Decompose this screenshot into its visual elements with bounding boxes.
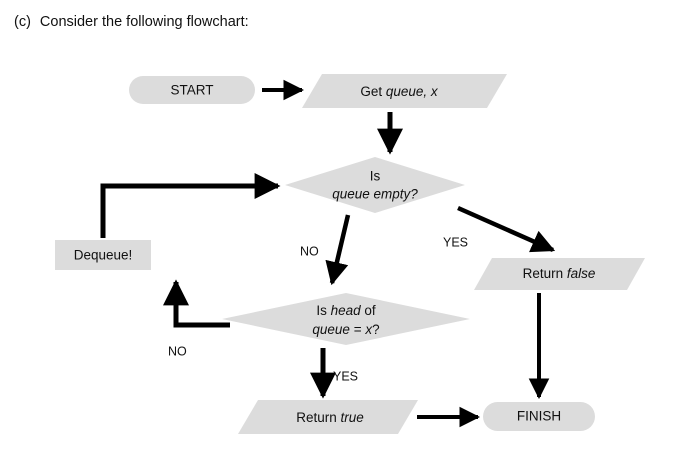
return-true-label-plain: Return — [296, 410, 340, 425]
finish-label: FINISH — [517, 409, 561, 424]
return-true-label: Return true — [296, 410, 364, 425]
finish-shape — [483, 402, 595, 431]
node-start[interactable]: START — [129, 76, 255, 104]
return-true-label-italic: true — [341, 410, 364, 425]
return-false-label-plain: Return — [523, 266, 567, 281]
node-return-true[interactable]: Return true — [238, 400, 418, 434]
node-return-false[interactable]: Return false — [474, 258, 645, 290]
question-text: Consider the following flowchart: — [39, 14, 249, 30]
node-finish[interactable]: FINISH — [483, 402, 595, 431]
node-get-input[interactable]: Get queue, x — [302, 74, 507, 108]
is-queue-empty-shape — [285, 157, 465, 213]
get-input-shape — [302, 74, 507, 108]
node-is-head-x[interactable]: Is head of queue = x? — [222, 293, 470, 345]
label-is-head-x-yes: YES — [333, 369, 358, 383]
return-false-label: Return false — [523, 266, 596, 281]
start-shape — [129, 76, 255, 104]
edge-is-queue-empty-no — [325, 214, 351, 286]
get-input-label-italic: queue, x — [386, 84, 439, 99]
get-input-label-plain: Get — [360, 84, 386, 99]
dequeue-label: Dequeue! — [74, 248, 133, 263]
return-false-label-italic: false — [567, 266, 596, 281]
node-dequeue[interactable]: Dequeue! — [55, 240, 151, 270]
node-is-queue-empty[interactable]: Is queue empty? — [285, 157, 465, 213]
edge-is-queue-empty-yes — [457, 205, 556, 253]
start-label: START — [170, 83, 213, 98]
is-head-x-line2: queue = x? — [312, 322, 379, 337]
is-queue-empty-line1: Is — [370, 169, 381, 184]
is-queue-empty-line2: queue empty? — [332, 187, 418, 202]
label-is-queue-empty-yes: YES — [443, 235, 468, 249]
get-input-label: Get queue, x — [360, 84, 439, 99]
is-head-x-shape — [222, 293, 470, 345]
dequeue-shape — [55, 240, 151, 270]
edge-dequeue-to-is-queue-empty — [100, 173, 281, 238]
is-head-x-line1: Is head of — [316, 303, 376, 318]
edge-is-head-x-no — [163, 279, 230, 328]
return-false-shape — [474, 258, 645, 290]
label-is-queue-empty-no: NO — [300, 244, 319, 258]
question-label: (c) — [14, 14, 31, 30]
question-header: (c) Consider the following flowchart: — [14, 14, 249, 30]
label-is-head-x-no: NO — [168, 344, 187, 358]
return-true-shape — [238, 400, 418, 434]
